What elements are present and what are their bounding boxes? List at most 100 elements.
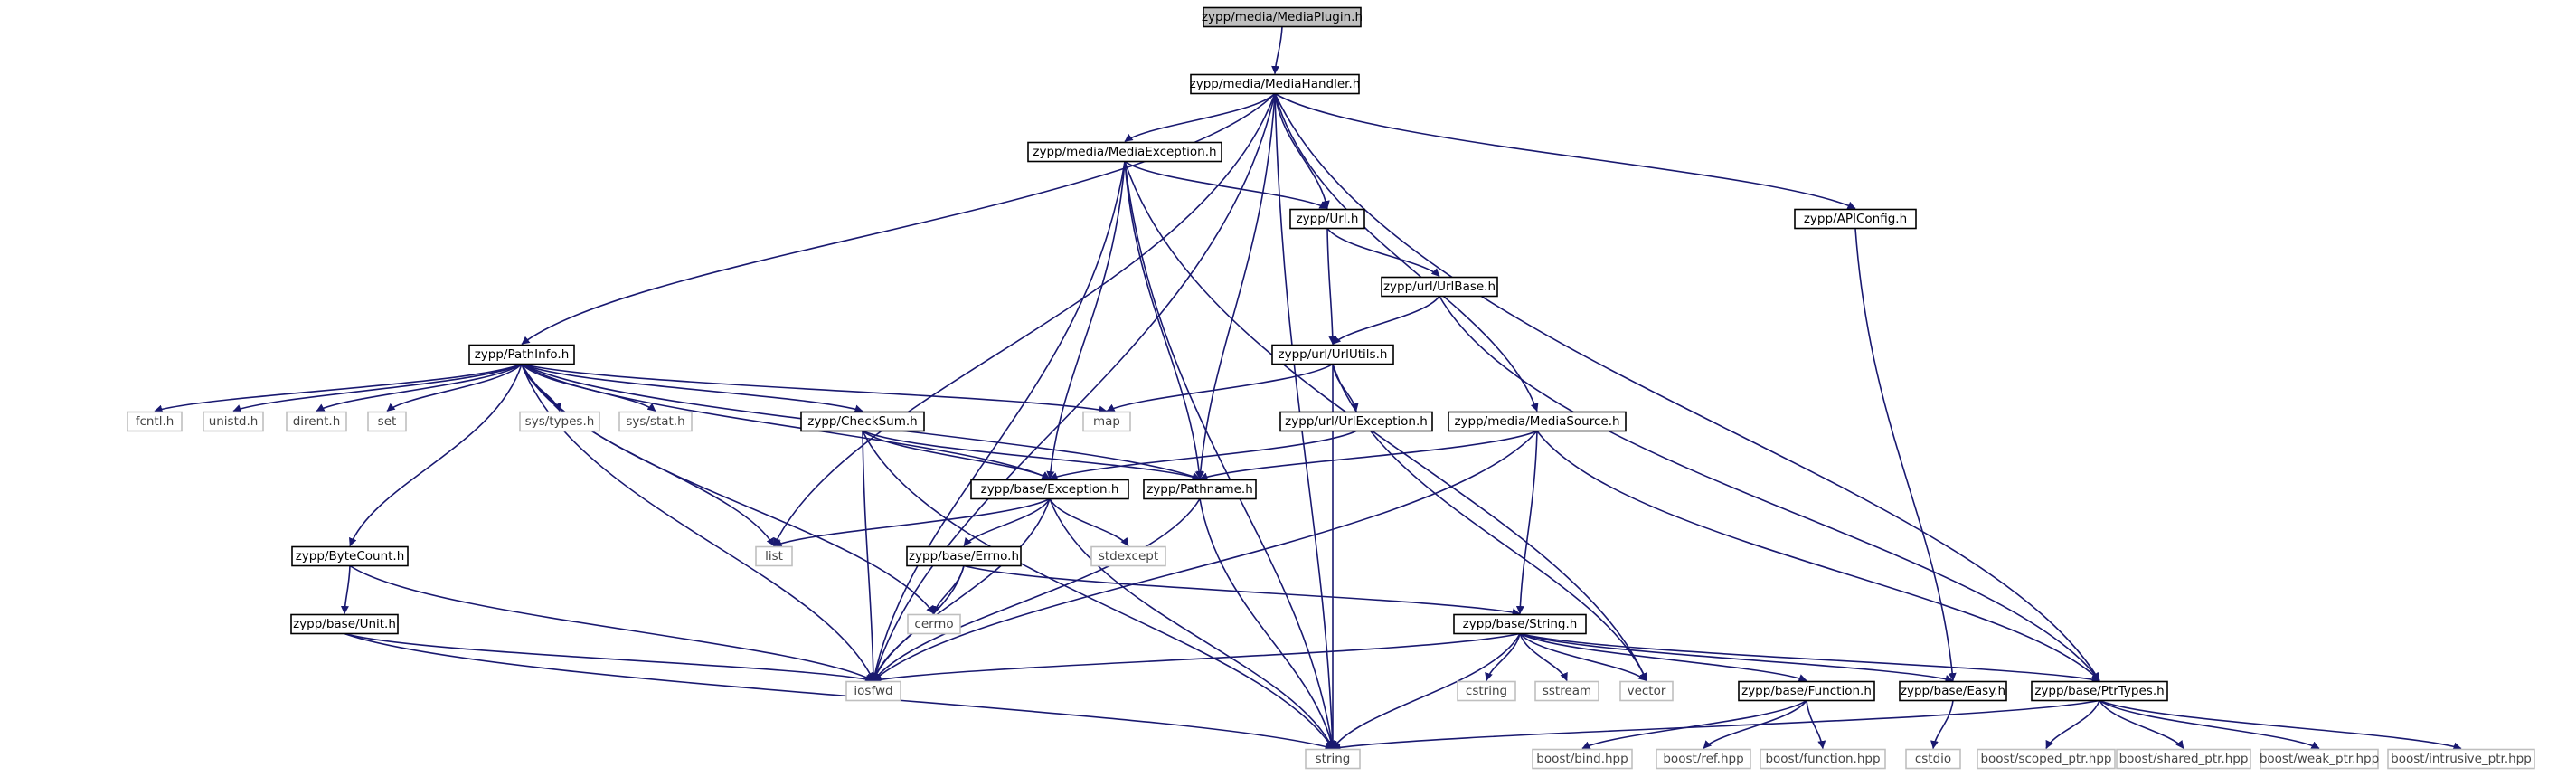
edge-string_h-to-function — [1519, 632, 1807, 682]
node-box-ptrtypes — [2031, 680, 2168, 702]
edge-mediaexception-to-string — [1124, 161, 1336, 749]
node-box-checksum — [800, 411, 925, 432]
node-mediaexception[interactable]: zypp/media/MediaException.h — [1027, 141, 1222, 163]
node-urlexception[interactable]: zypp/url/UrlException.h — [1279, 411, 1433, 432]
node-label-sharedptr: boost/shared_ptr.hpp — [2119, 752, 2249, 766]
edge-mediahandler-to-ptrtypes — [1274, 93, 2100, 681]
edge-ptrtypes-to-weakptr — [2099, 699, 2320, 750]
node-box-errno — [906, 545, 1022, 567]
node-label-mediaplugin: zypp/media/MediaPlugin.h — [1202, 10, 1363, 24]
node-label-sstream: sstream — [1543, 684, 1591, 698]
edge-pathinfo-to-map — [521, 363, 1108, 414]
node-box-boostbind — [1532, 748, 1633, 770]
node-cstring: cstring — [1457, 680, 1516, 702]
node-box-exception — [970, 479, 1129, 500]
edge-ptrtypes-to-sharedptr — [2099, 700, 2184, 750]
node-box-function — [1738, 680, 1875, 702]
edge-pathinfo-to-exception — [521, 363, 1051, 480]
node-label-dirent: dirent.h — [293, 414, 341, 429]
edge-pathname-to-string — [1199, 498, 1335, 749]
edge-string_h-to-string — [1332, 633, 1521, 749]
node-pathinfo[interactable]: zypp/PathInfo.h — [468, 344, 575, 365]
node-label-intrusiveptr: boost/intrusive_ptr.hpp — [2391, 752, 2532, 766]
node-string: string — [1305, 748, 1361, 770]
node-bytecount[interactable]: zypp/ByteCount.h — [291, 545, 409, 567]
edge-errno-to-string_h — [963, 564, 1521, 617]
node-mediaplugin[interactable]: zypp/media/MediaPlugin.h — [1202, 6, 1363, 28]
edge-exception-to-string — [1049, 498, 1334, 749]
node-box-string_h — [1453, 613, 1587, 635]
node-box-url — [1289, 208, 1365, 230]
node-urlutils[interactable]: zypp/url/UrlUtils.h — [1271, 344, 1394, 365]
node-label-boostfunction: boost/function.hpp — [1765, 752, 1880, 766]
edge-urlbase-to-urlutils — [1332, 296, 1440, 346]
node-ptrtypes[interactable]: zypp/base/PtrTypes.h — [2031, 680, 2168, 702]
node-errno[interactable]: zypp/base/Errno.h — [906, 545, 1022, 567]
edge-mediaplugin-to-mediahandler — [1271, 26, 1283, 74]
node-box-unit — [290, 613, 399, 635]
edge-mediaexception-to-exception — [1046, 161, 1126, 479]
edge-exception-to-list — [773, 497, 1051, 547]
node-urlbase[interactable]: zypp/url/UrlBase.h — [1381, 276, 1498, 298]
node-checksum[interactable]: zypp/CheckSum.h — [800, 411, 925, 432]
edge-bytecount-to-unit — [340, 565, 351, 614]
edge-bytecount-to-iosfwd — [349, 564, 874, 682]
edge-mediahandler-to-pathinfo — [521, 92, 1276, 346]
node-boostref: boost/ref.hpp — [1656, 748, 1751, 770]
node-box-iosfwd — [845, 680, 901, 702]
node-label-systypes: sys/types.h — [525, 414, 595, 429]
node-label-string: string — [1316, 752, 1351, 766]
node-label-mediahandler: zypp/media/MediaHandler.h — [1190, 77, 1361, 91]
node-label-exception: zypp/base/Exception.h — [981, 482, 1119, 497]
node-sharedptr: boost/shared_ptr.hpp — [2116, 748, 2251, 770]
node-exception[interactable]: zypp/base/Exception.h — [970, 479, 1129, 500]
node-pathname[interactable]: zypp/Pathname.h — [1143, 479, 1257, 500]
node-label-fcntl: fcntl.h — [136, 414, 175, 429]
edge-pathinfo-to-bytecount — [349, 364, 523, 546]
edge-urlexception-to-exception — [1049, 430, 1357, 480]
edge-pathinfo-to-fcntl — [154, 363, 523, 413]
edge-exception-to-stdexcept — [1049, 498, 1129, 547]
node-box-list — [755, 545, 793, 567]
node-label-easy: zypp/base/Easy.h — [1901, 684, 2005, 698]
edge-url-to-urlbase — [1326, 227, 1440, 278]
edge-pathinfo-to-cerrno — [521, 364, 935, 614]
node-easy[interactable]: zypp/base/Easy.h — [1899, 680, 2007, 702]
edge-ptrtypes-to-intrusiveptr — [2099, 699, 2462, 751]
node-label-checksum: zypp/CheckSum.h — [807, 414, 917, 429]
edge-unit-to-iosfwd — [344, 632, 874, 684]
node-url[interactable]: zypp/Url.h — [1289, 208, 1365, 230]
node-box-systypes — [519, 411, 600, 432]
edge-exception-to-errno — [963, 498, 1051, 547]
edge-string_h-to-cstring — [1485, 633, 1521, 681]
edge-checksum-to-string — [862, 431, 1334, 749]
node-label-scopedptr: boost/scoped_ptr.hpp — [1980, 752, 2111, 766]
node-box-pathinfo — [468, 344, 575, 365]
node-scopedptr: boost/scoped_ptr.hpp — [1977, 748, 2116, 770]
node-function[interactable]: zypp/base/Function.h — [1738, 680, 1875, 702]
node-string_h[interactable]: zypp/base/String.h — [1453, 613, 1587, 635]
node-vector: vector — [1619, 680, 1674, 702]
node-apiconfig[interactable]: zypp/APIConfig.h — [1794, 208, 1917, 230]
node-iosfwd: iosfwd — [845, 680, 901, 702]
edge-mediahandler-to-apiconfig — [1274, 92, 1856, 210]
node-label-weakptr: boost/weak_ptr.hpp — [2260, 752, 2379, 766]
edge-pathinfo-to-unistd — [232, 363, 523, 412]
node-box-vector — [1619, 680, 1674, 702]
node-label-mediasource: zypp/media/MediaSource.h — [1454, 414, 1619, 429]
node-label-map: map — [1093, 414, 1120, 429]
node-label-pathinfo: zypp/PathInfo.h — [475, 347, 570, 362]
node-mediasource[interactable]: zypp/media/MediaSource.h — [1448, 411, 1627, 432]
node-mediahandler[interactable]: zypp/media/MediaHandler.h — [1190, 73, 1361, 95]
node-unit[interactable]: zypp/base/Unit.h — [290, 613, 399, 635]
node-label-stdexcept: stdexcept — [1099, 549, 1158, 564]
edge-ptrtypes-to-string — [1332, 699, 2100, 752]
node-label-vector: vector — [1628, 684, 1666, 698]
edge-ptrtypes-to-scopedptr — [2045, 700, 2100, 749]
edge-pathinfo-to-sysstat — [521, 363, 656, 412]
node-label-sysstat: sys/stat.h — [626, 414, 684, 429]
node-set: set — [367, 411, 407, 432]
node-label-boostref: boost/ref.hpp — [1663, 752, 1743, 766]
node-box-sysstat — [618, 411, 693, 432]
